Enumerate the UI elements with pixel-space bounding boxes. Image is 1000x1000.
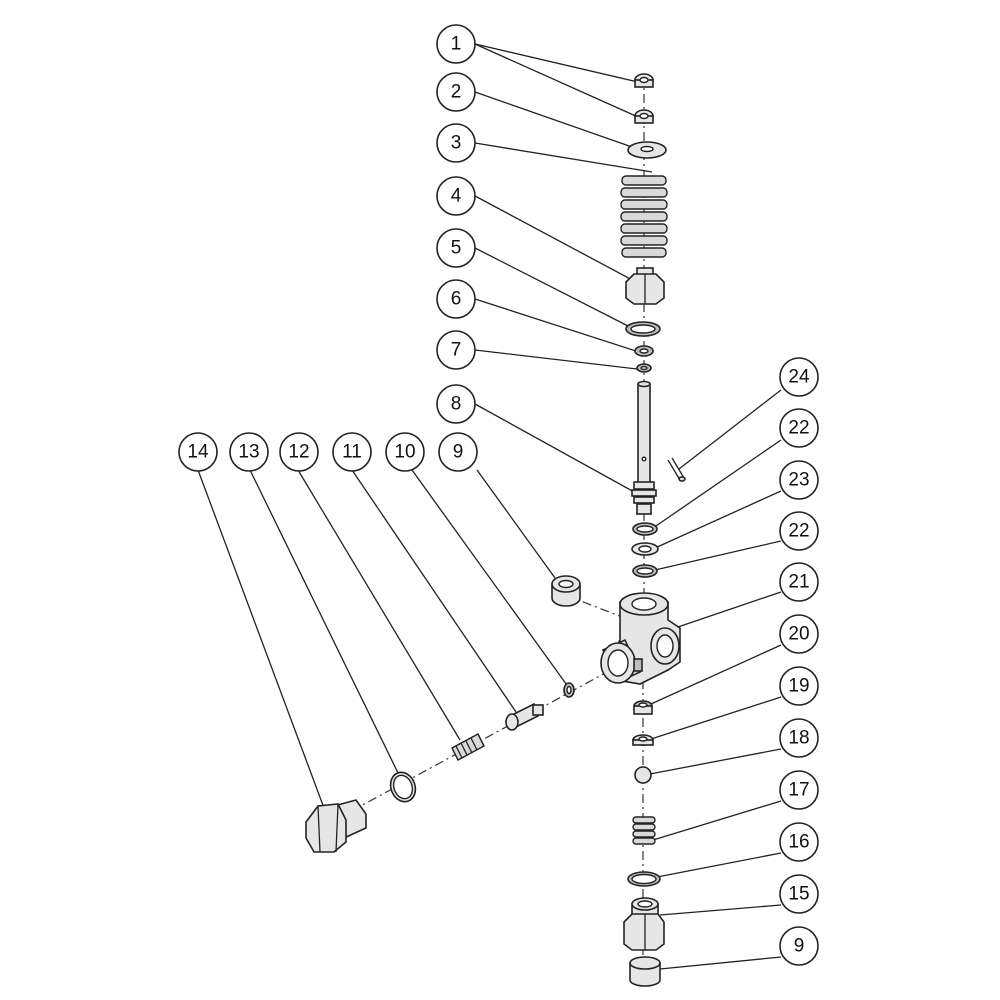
part-18-ball bbox=[634, 766, 652, 784]
svg-text:19: 19 bbox=[788, 676, 809, 697]
leader-lines bbox=[197, 43, 782, 970]
callout-11: 11 bbox=[332, 432, 372, 472]
part-22-ring-upper bbox=[632, 522, 658, 536]
part-23-ring bbox=[631, 542, 659, 556]
svg-text:14: 14 bbox=[187, 442, 209, 463]
callout-7: 7 bbox=[436, 330, 476, 370]
callout-8: 8 bbox=[436, 384, 476, 424]
callout-22-lower: 22 bbox=[779, 511, 819, 551]
callout-22-upper: 22 bbox=[779, 408, 819, 448]
svg-text:24: 24 bbox=[788, 367, 810, 388]
svg-text:6: 6 bbox=[451, 289, 462, 310]
callout-12: 12 bbox=[279, 432, 319, 472]
callout-6: 6 bbox=[436, 279, 476, 319]
callout-20: 20 bbox=[779, 614, 819, 654]
svg-text:8: 8 bbox=[451, 394, 462, 415]
callout-3: 3 bbox=[436, 123, 476, 163]
svg-text:1: 1 bbox=[451, 34, 462, 55]
svg-text:20: 20 bbox=[788, 624, 809, 645]
svg-text:22: 22 bbox=[788, 521, 809, 542]
svg-text:15: 15 bbox=[788, 884, 809, 905]
part-9-insert-lower bbox=[629, 956, 661, 987]
callout-14: 14 bbox=[178, 432, 218, 472]
part-5-o-ring bbox=[625, 321, 661, 337]
svg-text:10: 10 bbox=[394, 442, 415, 463]
callout-9-upper: 9 bbox=[438, 432, 478, 472]
callout-23: 23 bbox=[779, 460, 819, 500]
callout-13: 13 bbox=[229, 432, 269, 472]
part-12-spring bbox=[451, 733, 485, 761]
part-14-hex-fitting bbox=[305, 799, 367, 853]
svg-text:5: 5 bbox=[451, 238, 462, 259]
svg-text:17: 17 bbox=[788, 780, 809, 801]
callout-21: 21 bbox=[779, 562, 819, 602]
part-3-spring bbox=[620, 175, 668, 258]
part-7-ring bbox=[636, 363, 652, 373]
callout-19: 19 bbox=[779, 666, 819, 706]
callout-4: 4 bbox=[436, 176, 476, 216]
svg-text:23: 23 bbox=[788, 470, 809, 491]
svg-text:18: 18 bbox=[788, 728, 809, 749]
part-2-washer bbox=[627, 141, 667, 159]
callout-15: 15 bbox=[779, 874, 819, 914]
svg-text:13: 13 bbox=[238, 442, 259, 463]
part-6-ring bbox=[634, 345, 654, 357]
part-17-spring bbox=[632, 816, 656, 845]
callout-18: 18 bbox=[779, 718, 819, 758]
part-10-ring bbox=[563, 682, 575, 698]
svg-text:9: 9 bbox=[794, 936, 805, 957]
svg-text:4: 4 bbox=[451, 186, 462, 207]
part-8-piston-stem bbox=[631, 380, 657, 515]
part-1-nuts bbox=[634, 73, 654, 124]
svg-text:21: 21 bbox=[788, 572, 809, 593]
part-24-pin bbox=[667, 457, 686, 482]
svg-text:16: 16 bbox=[788, 832, 809, 853]
callout-9-lower: 9 bbox=[779, 926, 819, 966]
svg-text:2: 2 bbox=[451, 82, 462, 103]
part-9-insert-upper bbox=[551, 575, 581, 607]
callout-1: 1 bbox=[436, 24, 476, 64]
callout-10: 10 bbox=[385, 432, 425, 472]
part-4-hex-adjuster bbox=[625, 267, 665, 305]
part-21-valve-body bbox=[600, 592, 681, 685]
svg-text:3: 3 bbox=[451, 133, 462, 154]
part-20-seat bbox=[633, 700, 653, 715]
svg-text:12: 12 bbox=[288, 442, 309, 463]
part-11-valve-seat bbox=[505, 702, 544, 731]
callout-17: 17 bbox=[779, 770, 819, 810]
callout-5: 5 bbox=[436, 228, 476, 268]
callout-24: 24 bbox=[779, 357, 819, 397]
svg-text:11: 11 bbox=[342, 442, 362, 463]
callout-2: 2 bbox=[436, 72, 476, 112]
part-15-hex-cap bbox=[623, 897, 665, 951]
axis-insert-9 bbox=[564, 594, 631, 621]
part-22-ring-lower bbox=[632, 564, 658, 578]
part-13-o-ring bbox=[389, 771, 417, 803]
svg-text:7: 7 bbox=[451, 340, 462, 361]
callout-16: 16 bbox=[779, 822, 819, 862]
svg-text:9: 9 bbox=[453, 442, 464, 463]
svg-text:22: 22 bbox=[788, 418, 809, 439]
part-19-washer bbox=[632, 734, 654, 746]
part-16-o-ring bbox=[627, 871, 661, 887]
